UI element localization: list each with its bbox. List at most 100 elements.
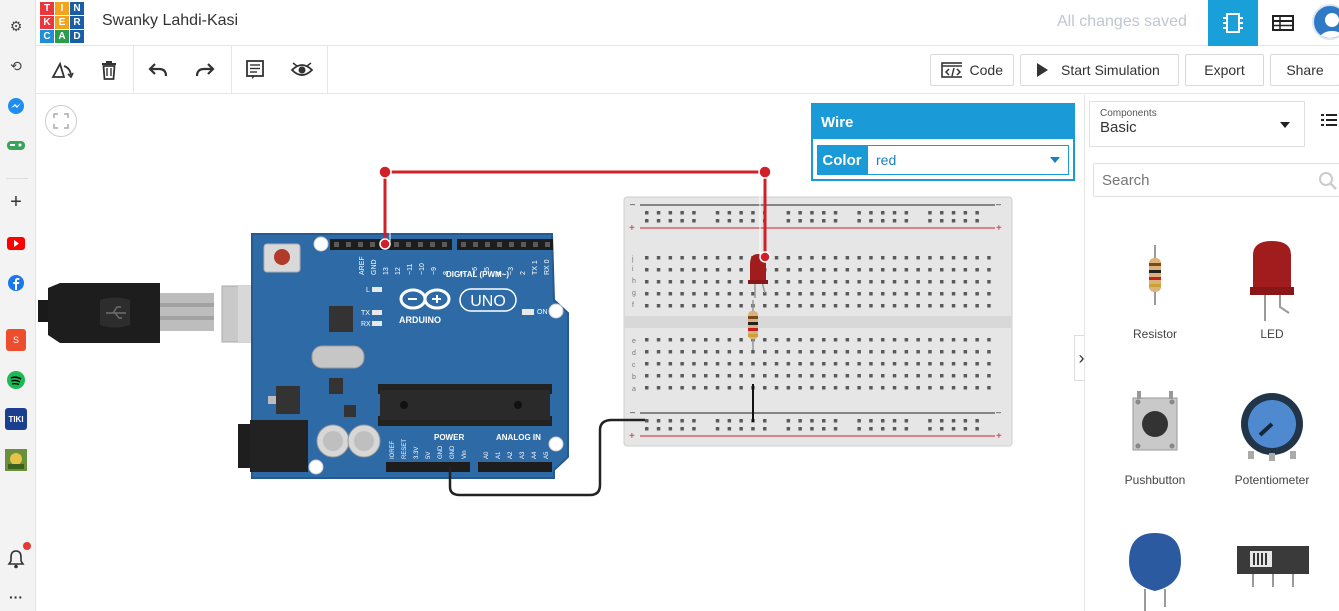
tx-label: TX [361, 310, 370, 317]
logo-letter-a: A [55, 30, 69, 43]
export-label: Export [1204, 62, 1245, 78]
tinkercad-logo[interactable]: T I N K E R C A D [40, 2, 84, 44]
user-avatar[interactable] [1312, 4, 1339, 40]
tiki-icon[interactable]: TIKI [5, 408, 27, 430]
capacitor-component[interactable] [1129, 533, 1181, 611]
messenger-icon[interactable] [5, 95, 27, 117]
potentiometer-component[interactable] [1241, 393, 1303, 461]
settings-gear-icon[interactable]: ⚙ [9, 17, 23, 34]
zoom-to-fit-button[interactable] [45, 105, 77, 137]
component-search-input[interactable]: Search [1093, 163, 1339, 197]
svg-text:+: + [996, 223, 1002, 234]
svg-text:d: d [632, 350, 636, 357]
component-thumbnails [1129, 241, 1309, 611]
notes-icon [246, 60, 264, 79]
power-pin-3v3: 3.3V [414, 447, 420, 459]
pin-label-gnd: GND [371, 259, 378, 275]
svg-text:f: f [632, 302, 634, 309]
svg-text:–: – [630, 199, 635, 209]
component-list-view-button[interactable] [1258, 0, 1308, 46]
code-button[interactable]: Code [930, 54, 1014, 86]
game-controller-icon[interactable] [5, 134, 27, 156]
pin-label-2: 2 [520, 271, 527, 275]
wire-color-select[interactable]: red [867, 145, 1069, 175]
start-simulation-button[interactable]: Start Simulation [1020, 54, 1179, 86]
delete-button[interactable] [93, 54, 125, 86]
export-button[interactable]: Export [1185, 54, 1264, 86]
led-component[interactable] [1250, 241, 1294, 321]
resistor-label[interactable]: Resistor [1132, 327, 1177, 341]
chevron-down-icon [1280, 122, 1290, 128]
project-title[interactable]: Swanky Lahdi-Kasi [102, 12, 239, 29]
arduino-uno-board[interactable]: AREF GND 13 12 ~11 ~10 ~9 8 7 ~6 ~5 4 ~3… [238, 233, 569, 479]
spotify-icon[interactable] [5, 369, 27, 391]
red-wire[interactable] [378, 165, 772, 263]
svg-text:e: e [632, 338, 636, 345]
potentiometer-label[interactable]: Potentiometer [1234, 473, 1310, 487]
pushbutton-component[interactable] [1132, 391, 1178, 451]
analog-pin-a2: A2 [508, 451, 514, 459]
visibility-button[interactable] [286, 54, 318, 86]
svg-text:a: a [632, 386, 636, 393]
youtube-icon[interactable] [5, 232, 27, 254]
led-label[interactable]: LED [1260, 327, 1284, 341]
on-label: ON [537, 309, 548, 316]
digital-pwm-label: DIGITAL (PWM~) [446, 270, 509, 279]
add-icon[interactable]: + [10, 190, 22, 213]
components-select-label: Components [1100, 108, 1157, 119]
logo-letter-c: C [40, 30, 54, 43]
code-icon [941, 62, 962, 78]
redo-button[interactable] [189, 54, 221, 86]
components-category-select[interactable]: Components Basic [1089, 101, 1305, 147]
search-icon [1319, 172, 1337, 190]
pin-label-aref: AREF [359, 256, 366, 275]
analog-in-label: ANALOG IN [496, 433, 541, 442]
analog-pin-a4: A4 [532, 451, 538, 459]
facebook-icon[interactable] [5, 272, 27, 294]
led-l-label: L [366, 287, 370, 294]
notification-bell-icon[interactable] [5, 542, 31, 570]
slide-switch-component[interactable] [1237, 546, 1309, 587]
save-status: All changes saved [1057, 13, 1187, 30]
analog-pin-a0: A0 [484, 451, 490, 459]
svg-text:S: S [13, 335, 19, 345]
ground-wire[interactable] [448, 418, 645, 497]
logo-letter-n: N [70, 2, 84, 15]
svg-text:h: h [632, 278, 636, 285]
list-view-toggle[interactable] [1321, 113, 1337, 132]
game-app-icon[interactable] [5, 449, 27, 471]
analog-pin-a5: A5 [544, 451, 550, 459]
play-icon [1037, 63, 1048, 77]
circuit-view-button[interactable] [1208, 0, 1258, 46]
svg-text:–: – [996, 407, 1001, 417]
uno-label: UNO [470, 293, 506, 310]
table-icon [1272, 15, 1294, 31]
svg-text:b: b [632, 374, 636, 381]
undo-button[interactable] [142, 54, 174, 86]
pin-label-7: 7 [460, 271, 467, 275]
logo-letter-d: D [70, 30, 84, 43]
pin-label-9: ~9 [431, 267, 438, 275]
share-button[interactable]: Share [1270, 54, 1339, 86]
power-pin-reset: RESET [402, 439, 408, 459]
wire-inspector-panel: Wire Color red [811, 103, 1075, 181]
shopee-icon[interactable]: S [5, 329, 27, 351]
breadboard[interactable]: – + – + – + – + j i h g f e d c b a [623, 196, 1013, 447]
placed-resistor[interactable] [748, 300, 758, 350]
more-icon[interactable]: ··· [9, 589, 23, 605]
svg-text:j: j [631, 256, 634, 263]
resistor-component[interactable] [1149, 245, 1161, 305]
power-pin-ioref: IOREF [390, 440, 396, 459]
history-icon[interactable]: ⟲ [10, 57, 22, 74]
pushbutton-label[interactable]: Pushbutton [1124, 473, 1186, 487]
browser-sidebar: ⚙ ⟲ + S TIKI ··· [0, 0, 36, 611]
svg-text:c: c [632, 362, 636, 369]
list-icon [1321, 114, 1337, 126]
logo-letter-e: E [55, 16, 69, 29]
components-panel: Components Basic Search [1084, 95, 1339, 611]
eye-icon [290, 62, 314, 76]
svg-text:TIKI: TIKI [8, 415, 23, 424]
notes-button[interactable] [239, 54, 271, 86]
undo-icon [148, 63, 168, 77]
rotate-button[interactable] [46, 54, 78, 86]
